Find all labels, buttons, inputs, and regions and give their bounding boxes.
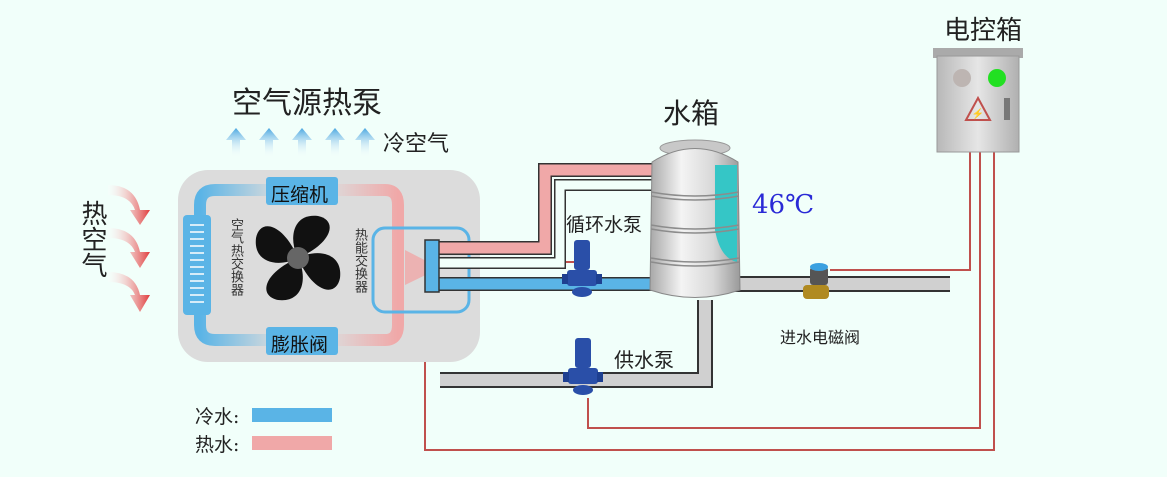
hot-air-arrows	[108, 185, 150, 312]
pipes	[424, 163, 950, 388]
control-box-label: 电控箱	[944, 16, 1023, 46]
cold-air-label: 冷空气	[383, 132, 450, 157]
wire-to-supply-pump	[587, 150, 981, 429]
water-level	[715, 165, 737, 262]
circulation-pump-icon	[562, 240, 602, 297]
heat-transfer-arrow	[405, 250, 440, 285]
circulation-pump-label: 循环水泵	[566, 214, 643, 236]
power-indicator-light	[988, 69, 1006, 87]
wire-to-inlet-valve	[830, 150, 971, 271]
thermal-heat-exchanger-label: 热能交换器	[352, 228, 367, 293]
expansion-valve-box	[266, 327, 338, 355]
air-heat-exchanger-coil	[183, 215, 211, 315]
legend-swatch-cold	[252, 408, 332, 422]
hot-refrigerant-loop	[338, 184, 404, 346]
hot-air-label: 热空气	[77, 200, 107, 278]
tank-temperature: 46℃	[752, 190, 815, 220]
inlet-valve-label: 进水电磁阀	[780, 328, 861, 347]
water-tank-label: 水箱	[663, 97, 720, 130]
expansion-valve-label: 膨胀阀	[271, 334, 329, 356]
legend-cold-label: 冷水:	[195, 406, 240, 428]
svg-text:⚡: ⚡	[972, 107, 984, 120]
air-heat-exchanger-label: 空气热交换器	[228, 218, 243, 296]
thermal-heat-exchanger-frame	[371, 226, 471, 314]
supply-pump-icon	[563, 338, 603, 395]
water-tank	[649, 139, 741, 298]
fan-icon	[255, 215, 341, 301]
solenoid-valve-icon	[803, 263, 829, 299]
warning-triangle-icon	[964, 95, 992, 121]
legend-hot-label: 热水:	[195, 434, 240, 456]
supply-pump-label: 供水泵	[614, 348, 674, 372]
legend-swatch-hot	[252, 436, 332, 450]
compressor-label: 压缩机	[271, 184, 329, 206]
control-box: ⚡	[933, 48, 1023, 153]
compressor-box	[266, 177, 338, 205]
diagram-title: 空气源热泵	[232, 86, 382, 121]
cold-air-arrows	[226, 128, 375, 158]
wire-to-heat-pump	[424, 150, 995, 451]
